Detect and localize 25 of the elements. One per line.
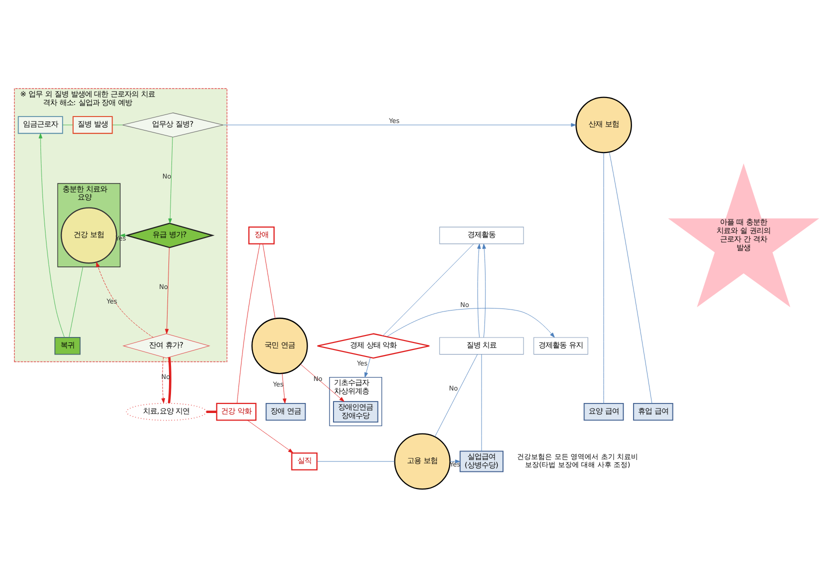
connector [382, 243, 474, 336]
arrow [364, 356, 371, 378]
connector [481, 354, 482, 451]
connector [236, 243, 260, 404]
connector [168, 356, 172, 403]
arrow [282, 372, 286, 404]
arrow [300, 364, 344, 402]
connector [434, 354, 478, 436]
connector [112, 124, 123, 125]
arrow [386, 307, 555, 338]
arrow [482, 243, 486, 338]
connector [206, 410, 217, 412]
arrow [477, 243, 481, 338]
connector [609, 151, 652, 403]
connector [316, 460, 395, 462]
arrow [247, 419, 294, 453]
connector [62, 124, 74, 125]
connector [262, 243, 276, 318]
connector [68, 266, 84, 338]
arrow [164, 246, 170, 334]
arrow [161, 356, 166, 403]
arrow [38, 132, 65, 338]
arrow [96, 261, 154, 338]
arrow [223, 122, 576, 126]
arrow [168, 136, 173, 224]
